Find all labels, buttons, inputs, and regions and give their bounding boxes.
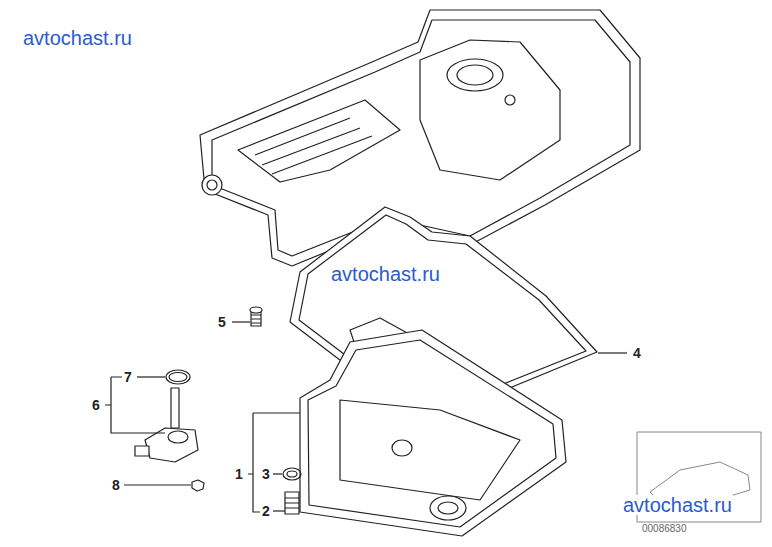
watermark: avtochast.ru bbox=[22, 28, 133, 48]
callout-number: 6 bbox=[91, 398, 101, 412]
callout-number: 7 bbox=[123, 370, 133, 384]
callout-number: 2 bbox=[261, 504, 271, 518]
drawing-code: 00086830 bbox=[641, 524, 688, 534]
callout-number: 3 bbox=[261, 467, 271, 481]
callout-number: 4 bbox=[632, 346, 642, 360]
callout-number: 8 bbox=[111, 478, 121, 492]
watermark: avtochast.ru bbox=[330, 264, 441, 284]
callout-number: 5 bbox=[217, 315, 227, 329]
callout-number: 1 bbox=[234, 467, 244, 481]
watermark: avtochast.ru bbox=[622, 495, 733, 515]
